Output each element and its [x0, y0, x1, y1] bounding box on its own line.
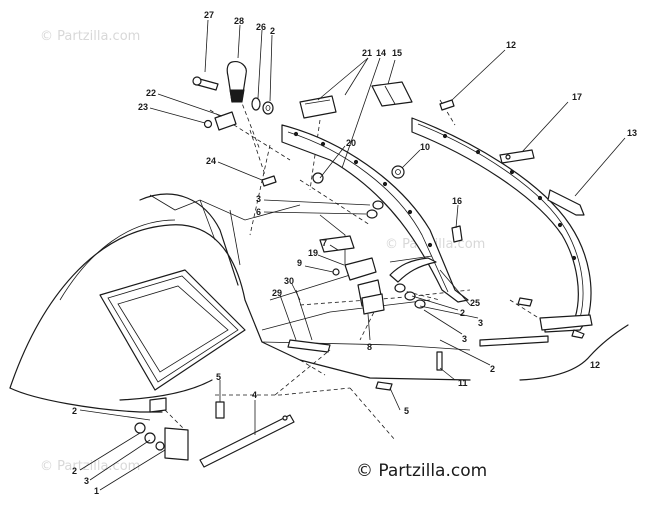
callout-label: 12 — [590, 360, 600, 370]
callout-label: 17 — [572, 92, 582, 102]
callout-label: 30 — [284, 276, 294, 286]
watermarks: © Partzilla.com © Partzilla.com © Partzi… — [40, 29, 485, 474]
callout-label: 23 — [138, 102, 148, 112]
callout-label: 20 — [346, 138, 356, 148]
callout-label: 16 — [452, 196, 462, 206]
callout-label: 3 — [84, 476, 89, 486]
callout-label: 9 — [297, 258, 302, 268]
callout-label: 6 — [256, 207, 261, 217]
callout-label: 27 — [204, 10, 214, 20]
callout-label: 5 — [216, 372, 221, 382]
outer-bumper — [411, 117, 593, 347]
hood-body — [9, 193, 471, 413]
brand-watermark: © Partzilla.com — [356, 461, 487, 481]
callout-label: 2 — [270, 26, 275, 36]
callouts: 27 28 26 2 21 14 15 12 22 23 17 13 20 10… — [72, 10, 637, 496]
callout-label: 2 — [72, 406, 77, 416]
callout-label: 2 — [490, 364, 495, 374]
callout-label: 7 — [322, 238, 327, 248]
callout-label: 1 — [94, 486, 99, 496]
callout-label: 13 — [627, 128, 637, 138]
callout-label: 2 — [460, 308, 465, 318]
callout-label: 10 — [420, 142, 430, 152]
callout-label: 8 — [367, 342, 372, 352]
watermark-text: © Partzilla.com — [40, 29, 140, 44]
watermark-text: © Partzilla.com — [40, 459, 140, 474]
callout-label: 5 — [404, 406, 409, 416]
callout-label: 15 — [392, 48, 402, 58]
callout-label: 19 — [308, 248, 318, 258]
callout-label: 28 — [234, 16, 244, 26]
explosion-lines — [159, 84, 546, 441]
callout-label: 14 — [376, 48, 386, 58]
callout-label: 22 — [146, 88, 156, 98]
callout-label: 3 — [462, 334, 467, 344]
callout-label: 25 — [470, 298, 480, 308]
callout-label: 3 — [478, 318, 483, 328]
callout-label: 11 — [458, 378, 468, 388]
callout-label: 26 — [256, 22, 266, 32]
callout-label: 21 — [362, 48, 372, 58]
callout-label: 24 — [206, 156, 216, 166]
callout-label: 12 — [506, 40, 516, 50]
callout-brace — [519, 324, 629, 381]
callout-label: 4 — [252, 390, 257, 400]
callout-label: 29 — [272, 288, 282, 298]
callout-label: 3 — [256, 194, 261, 204]
callout-label: 2 — [72, 466, 77, 476]
small-parts — [134, 61, 585, 468]
